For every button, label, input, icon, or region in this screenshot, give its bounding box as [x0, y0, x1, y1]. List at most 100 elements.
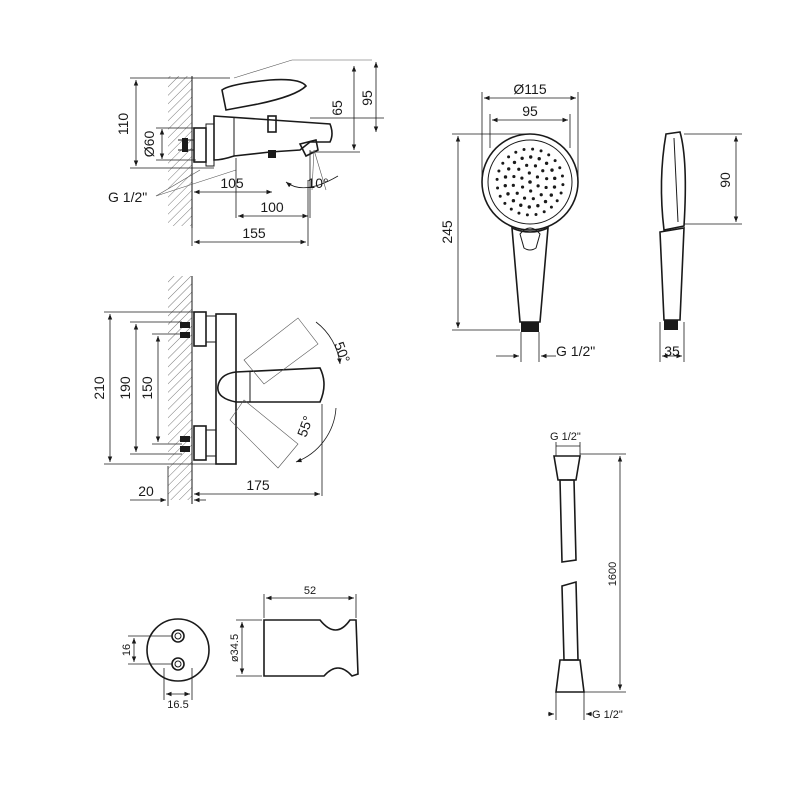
nozzle-dot: [503, 201, 507, 205]
shower-side-thread: [664, 320, 678, 330]
dim-16: 16: [121, 644, 133, 656]
nozzle-dot: [553, 159, 557, 163]
dim-95: 95: [359, 90, 375, 106]
mixer-front-view: 50° 55° 210 190 150 175 20: [91, 276, 353, 506]
nozzle-dot: [547, 153, 551, 157]
dim-angle-55: 55°: [294, 414, 316, 439]
nozzle-dot: [506, 192, 510, 196]
nozzle-dot: [542, 210, 546, 214]
nozzle-dot: [529, 155, 533, 159]
nozzle-dot: [497, 169, 501, 173]
nozzle-dot: [553, 176, 557, 181]
nozzle-dot: [531, 147, 535, 151]
dim-65: 65: [329, 100, 345, 116]
dim-245: 245: [439, 220, 455, 244]
label-g-shower: G 1/2": [556, 343, 595, 359]
nozzle-dot: [541, 169, 545, 173]
dim-d60: Ø60: [141, 131, 157, 158]
nozzle-dot: [522, 196, 527, 200]
nozzle-dot: [515, 191, 519, 195]
nozzle-dot: [543, 199, 548, 204]
flange-hole-bottom: [171, 657, 185, 671]
mixer-front-body: [215, 313, 237, 465]
dim-d115: Ø115: [513, 81, 546, 97]
dim-35: 35: [664, 343, 680, 359]
shower-holder: 52 ø34.5: [229, 585, 359, 677]
label-g-hose-bottom: G 1/2": [592, 709, 623, 721]
nozzle-dot: [512, 174, 516, 179]
nozzle-dot: [512, 160, 517, 165]
nozzle-dot: [520, 156, 524, 160]
hose-bottom-nut: [555, 659, 585, 693]
nozzle-dot: [539, 193, 543, 197]
dim-16-5: 16.5: [167, 699, 188, 711]
shower-nozzles: [495, 147, 565, 217]
nozzle-dot: [544, 161, 549, 166]
mixer-side-view: 110 Ø60 G 1/2" 105 100 155 65 95 10°: [108, 59, 384, 246]
nozzle-dot: [527, 205, 531, 209]
nozzle-dot: [561, 183, 565, 187]
nozzle-dot: [536, 184, 540, 188]
hose-top-section: [559, 479, 577, 563]
dim-105: 105: [220, 175, 244, 191]
lever-range-down: [229, 399, 299, 469]
nozzle-dot: [527, 171, 531, 175]
label-g-side: G 1/2": [108, 189, 147, 205]
label-g-hose-top: G 1/2": [550, 431, 581, 443]
dim-210: 210: [91, 376, 107, 400]
shower-hose: G 1/2" 1600 G 1/2": [548, 431, 626, 721]
nozzle-dot: [511, 183, 515, 187]
nozzle-dot: [549, 205, 553, 209]
dim-angle-50: 50°: [331, 340, 353, 365]
nozzle-dot: [529, 189, 533, 193]
dim-110: 110: [115, 113, 131, 136]
mixer-lever: [221, 78, 308, 111]
nozzle-dot: [517, 167, 521, 171]
dim-d34-5: ø34.5: [229, 634, 241, 662]
shower-thread: [521, 322, 539, 332]
nozzle-dot: [503, 175, 508, 179]
nozzle-dot: [545, 177, 549, 181]
shower-handle: [511, 226, 549, 323]
nozzle-dot: [536, 204, 540, 208]
nozzle-dot: [514, 150, 518, 154]
nozzle-dot: [525, 163, 529, 167]
nozzle-dot: [558, 166, 562, 170]
hand-shower-side: 90 35: [659, 131, 742, 362]
spout-outlet: [298, 139, 319, 158]
nozzle-dot: [559, 191, 563, 195]
nozzle-dot: [496, 186, 500, 190]
dim-90: 90: [717, 172, 733, 188]
nozzle-dot: [535, 175, 540, 179]
nozzle-dot: [520, 185, 525, 189]
dim-52: 52: [304, 585, 316, 597]
nozzle-dot: [539, 149, 543, 153]
dim-190: 190: [117, 376, 133, 400]
hose-bottom-section: [561, 580, 579, 661]
nozzle-dot: [531, 197, 535, 201]
dim-155: 155: [242, 225, 266, 241]
nozzle-dot: [534, 212, 538, 216]
flange-disc: [146, 618, 210, 682]
flange-hole-top: [171, 629, 185, 643]
nozzle-dot: [503, 183, 507, 188]
hand-shower-front: Ø115 95 245 G 1/2": [439, 81, 595, 362]
nozzle-dot: [560, 174, 564, 178]
shower-side-handle: [659, 227, 685, 321]
hose-top-nut: [553, 455, 581, 481]
nozzle-dot: [520, 176, 524, 180]
nozzle-dot: [498, 194, 502, 198]
nozzle-dot: [519, 203, 523, 207]
holder-body: [263, 619, 359, 677]
wall-hatch-side: [168, 76, 192, 226]
dim-100: 100: [260, 199, 284, 215]
nozzle-dot: [511, 198, 516, 203]
bottom-nut: [193, 425, 207, 461]
shower-head-inner: [487, 139, 573, 225]
nozzle-dot: [509, 207, 513, 211]
dim-150: 150: [139, 376, 155, 400]
nozzle-dot: [522, 148, 526, 152]
top-nut: [193, 311, 207, 347]
nozzle-dot: [525, 213, 529, 217]
